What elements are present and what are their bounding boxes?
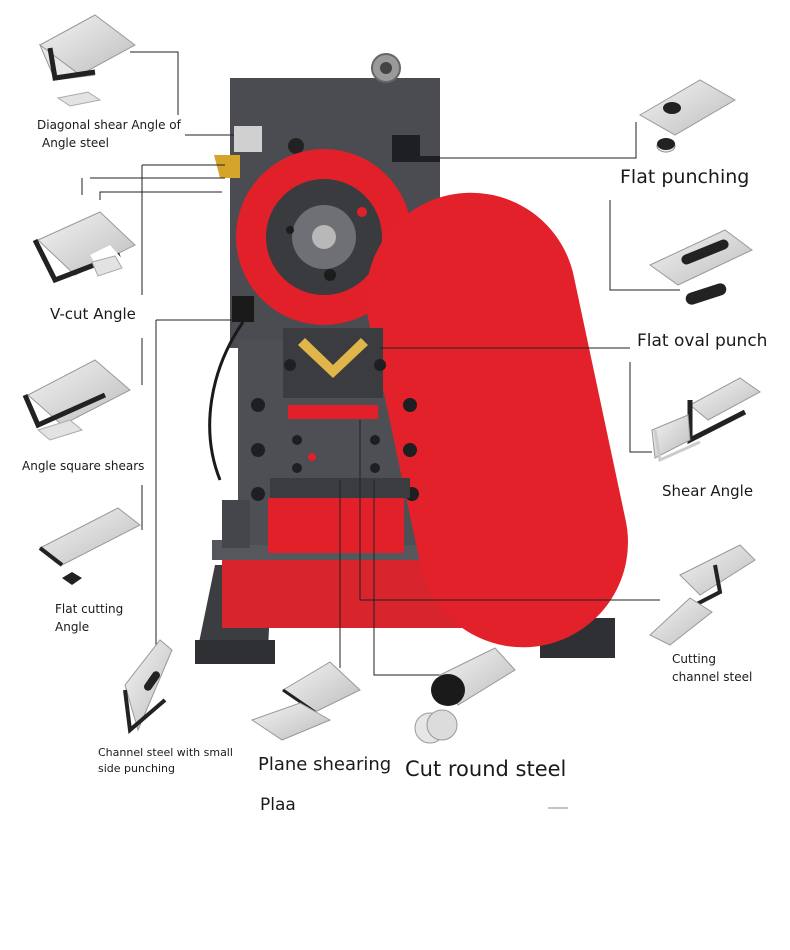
angle-stop-bracket — [214, 155, 240, 178]
plane-shear-icon — [250, 661, 361, 741]
label-channel-side-punch-line2: side punching — [98, 762, 175, 775]
label-v-cut-angle: V-cut Angle — [50, 305, 136, 323]
notch-station — [283, 328, 383, 398]
flat-cut-icon — [38, 507, 141, 585]
angle-shear-station — [234, 126, 262, 152]
v-cut-angle-icon — [32, 211, 136, 284]
round-steel-icon — [414, 647, 516, 744]
channel-punch-icon — [123, 639, 173, 734]
flywheel-nut — [312, 225, 336, 249]
shear-angle-icon — [651, 377, 761, 463]
flywheel-bolt — [357, 207, 367, 217]
body-hole — [288, 138, 304, 154]
label-shear-angle: Shear Angle — [662, 482, 754, 500]
belt-guard — [366, 192, 628, 648]
label-diagonal-shear: Diagonal shear Angle of — [37, 118, 181, 132]
label-cutting-channel-line2: channel steel — [672, 670, 753, 684]
flywheel-bolt — [286, 226, 294, 234]
flywheel-bolt — [324, 269, 336, 281]
oval-punch-icon — [649, 229, 753, 305]
label-flat-oval-punch: Flat oval punch — [637, 331, 768, 351]
left-bracket — [222, 500, 250, 548]
top-eye-bolt-hole — [380, 62, 392, 74]
label-channel-side-punch: Channel steel with small — [98, 746, 233, 759]
v-notch-blade — [298, 338, 368, 378]
plane-shear-guard — [268, 498, 404, 553]
leader-lines — [81, 51, 680, 676]
label-cut-round-steel: Cut round steel — [405, 757, 567, 781]
switch-cable — [208, 321, 245, 481]
flat-punch-icon — [639, 79, 736, 153]
ironworker-machine — [195, 53, 628, 664]
diagonal-angle-icon — [38, 14, 136, 107]
label-flat-cutting-line2: Angle — [55, 620, 90, 634]
indicator — [308, 453, 316, 461]
label-plane-shearing: Plane shearing — [258, 754, 392, 775]
label-diagonal-shear-line2: Angle steel — [42, 136, 110, 150]
label-flat-punching: Flat punching — [620, 166, 750, 188]
channel-cut-icon — [649, 544, 756, 646]
label-flat-cutting: Flat cutting — [55, 602, 124, 616]
punch-slot — [392, 135, 440, 162]
foot-switch-box — [232, 296, 254, 322]
label-cutting-channel: Cutting — [672, 652, 716, 666]
label-truncated: Plaa — [260, 795, 296, 815]
square-angle-icon — [22, 359, 131, 441]
notch-table — [288, 405, 378, 419]
base-left-plate — [195, 640, 275, 664]
label-angle-square-shears: Angle square shears — [22, 459, 145, 473]
